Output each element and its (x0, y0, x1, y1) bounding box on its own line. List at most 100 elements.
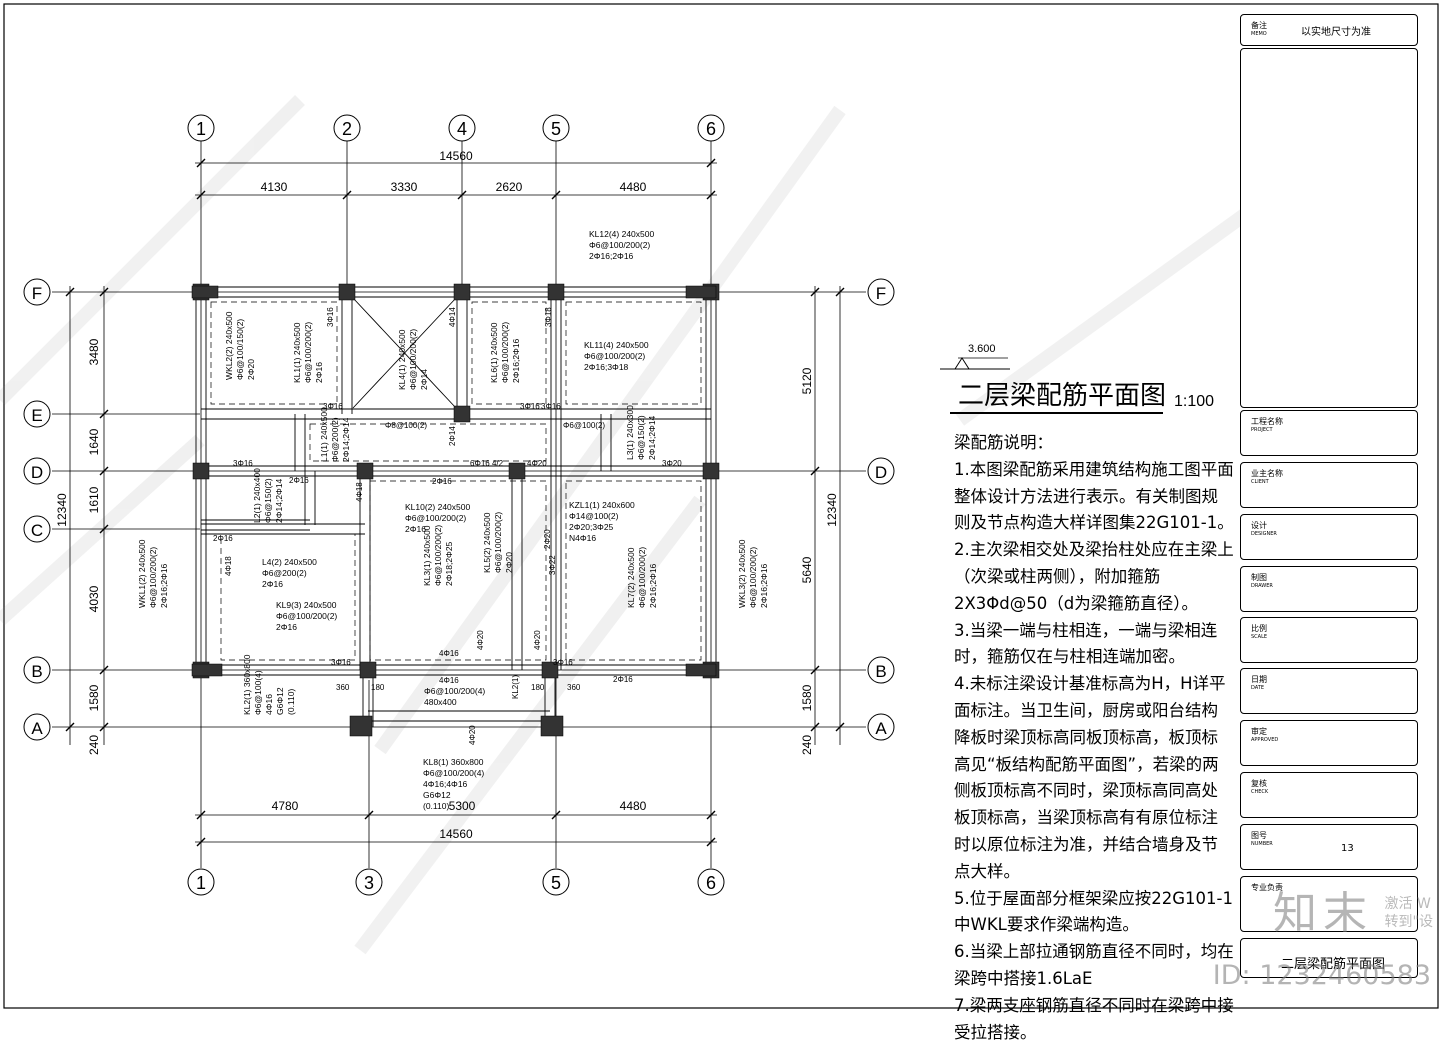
bubble-label: 1 (196, 119, 206, 139)
beam-label-line: L4(2) 240x500 (262, 557, 317, 567)
bubble-circle (23, 400, 51, 428)
tb-label: 专业负责 (1251, 883, 1283, 892)
drawing-scale: 1:100 (1174, 393, 1214, 410)
dim-tick-v-11 (810, 466, 820, 476)
rebar-label-31: 4Φ20 (468, 725, 477, 745)
axis-bubble-bottom-3: 3 (355, 868, 383, 896)
dim-text-top-overall: 14560 (439, 149, 473, 163)
tb-label-en: PROJECT (1251, 427, 1273, 433)
tb-label-en: CLIENT (1251, 479, 1269, 485)
beam-labels: KL12(4) 240x500Φ6@100/200(2)2Φ16;2Φ16KL1… (137, 229, 769, 811)
dim-tick-h-1 (706, 158, 716, 168)
watermark-side-1: 激活 W (1384, 896, 1431, 912)
beam-label-line: KL9(3) 240x500 (276, 600, 337, 610)
dim-tick-v-5 (99, 524, 109, 534)
rebar-label-10: Φ6@100(2) (563, 421, 605, 430)
beam-label-line: Φ6@100/200(2) (433, 525, 443, 586)
beam-label-mid: Φ6@100/200(4)480x400 (424, 686, 485, 707)
bubble-label: F (32, 284, 42, 303)
dim-tick-v-6 (99, 665, 109, 675)
rebar-label-23: 3Φ22 (548, 555, 557, 575)
bubble-circle (448, 114, 476, 142)
slab-4 (220, 533, 356, 661)
bubble-label: 6 (706, 873, 716, 893)
note-7: 7.梁两支座钢筋直径不同时在梁跨中接受拉搭接。 (954, 995, 1234, 1042)
bubble-label: D (875, 463, 887, 482)
bubble-circle (187, 114, 215, 142)
rebar-label-29: 360 (567, 683, 581, 692)
axis-bubble-top-1: 1 (187, 114, 215, 142)
dim-text-right-overall: 12340 (825, 493, 839, 527)
memo-label-en: MEMO (1251, 31, 1267, 37)
beam-label-line: 2Φ16 (405, 524, 426, 534)
axis-bubble-top-4: 4 (448, 114, 476, 142)
dim-tick-h-2 (196, 190, 206, 200)
bubble-label: D (31, 463, 43, 482)
bubble-label: 6 (706, 119, 716, 139)
beam-label-line: Φ6@100/200(2) (405, 513, 466, 523)
beam-label-line: Φ6@150(2) (263, 478, 273, 523)
watermark-side-2: 转到"设 (1384, 914, 1433, 930)
bubble-circle (333, 114, 361, 142)
beam-label-line: Φ6@100/200(2) (589, 240, 650, 250)
dim-tick-v-3 (99, 409, 109, 419)
watermark-side: 激活 W 转到"设 (1385, 895, 1433, 931)
beam-notes: 梁配筋说明： 1.本图梁配筋采用建筑结构施工图平面整体设计方法进行表示。有关制图… (954, 430, 1234, 1046)
bubble-label: 2 (342, 119, 352, 139)
bubble-circle (23, 278, 51, 306)
rebar-label-24: 4Φ20 (476, 630, 485, 650)
dim-text-left-1: 1640 (87, 428, 101, 455)
dim-tick-h-12 (706, 837, 716, 847)
rebar-label-28: 180 (531, 683, 545, 692)
beam-label-line: KL5(2) 240x500 (482, 512, 492, 573)
dim-text-right-2: 1580 (800, 684, 814, 711)
axis-bubble-left-E: E (23, 400, 51, 428)
rebar-label-3: 3Φ16 (520, 402, 540, 411)
bubble-label: B (31, 662, 42, 681)
beam-label-line: Φ6@100/200(4) (423, 768, 484, 778)
tb-label-en: APPROVED (1251, 737, 1279, 743)
column-3 (547, 283, 565, 301)
dim-text-left-4: 1580 (87, 684, 101, 711)
beam-label-line: Φ14@100(2) (569, 511, 619, 521)
tb-row-9: 专业负责 (1240, 876, 1418, 932)
rebar-label-6: Φ8@100(2) (385, 421, 427, 430)
dim-text-bottom-2: 4480 (620, 799, 647, 813)
bubble-label: E (31, 406, 42, 425)
beam-label-line: 2Φ14 (419, 369, 429, 390)
tb-label: 审定 (1251, 727, 1267, 736)
bubble-circle (23, 457, 51, 485)
rebar-label-21: 3Φ16 (233, 459, 253, 468)
dim-text-left-3: 4030 (87, 585, 101, 612)
dim-tick-v-1 (65, 722, 75, 732)
beam-label-kl8: KL8(1) 360x800Φ6@100/200(4)4Φ16;4Φ16G6Φ1… (423, 757, 484, 811)
axis-bubble-right-B: B (867, 656, 895, 684)
rebar-label-27: 180 (371, 683, 385, 692)
axis-bubble-bottom-5: 5 (542, 868, 570, 896)
beam-label-line: 2Φ16 (276, 622, 297, 632)
memo-label: 备注 (1251, 21, 1267, 30)
beam-label-line: 2Φ14;2Φ14 (647, 415, 657, 460)
dim-tick-h-10 (706, 810, 716, 820)
bubble-circle (542, 114, 570, 142)
tb-label: 比例 (1251, 624, 1267, 633)
tb-label: 制图 (1251, 573, 1267, 582)
watermark-logo: 知末 (1273, 888, 1373, 939)
beam-label-line: Φ6@100/200(2) (303, 322, 313, 383)
tb-label-en: DRAWER (1251, 583, 1273, 589)
